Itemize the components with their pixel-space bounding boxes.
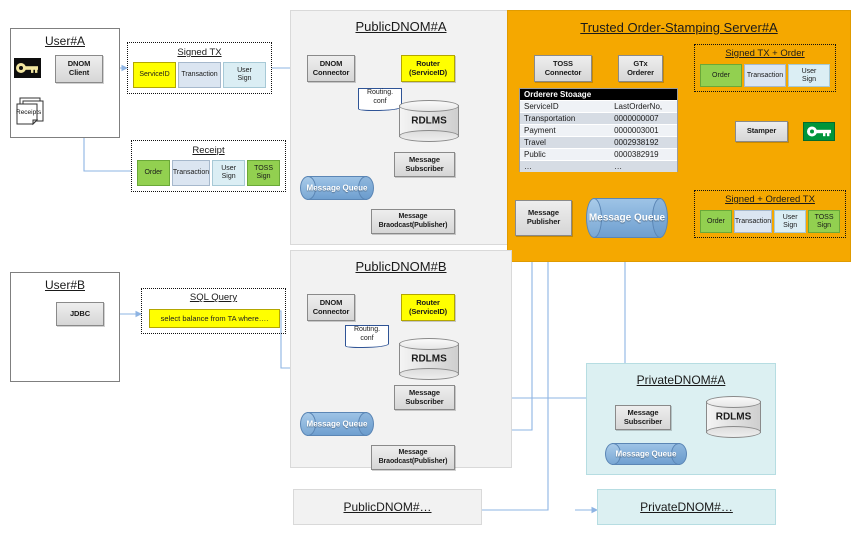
- message-broadcast-b-label: Message Braodcast(Publisher): [378, 449, 448, 465]
- field-transaction: Transaction: [744, 64, 786, 87]
- routing-conf-b-label: Routing. conf: [353, 326, 381, 342]
- field-order: Order: [700, 64, 742, 87]
- field-transaction: Transaction: [733, 210, 773, 233]
- orderer-storage-table: Orderere Stoaage ServiceID LastOrderNo, …: [519, 88, 678, 172]
- gtx-orderer[interactable]: GTx Orderer: [618, 55, 663, 82]
- dnom-connector-a[interactable]: DNOM Connector: [307, 55, 355, 82]
- message-queue-private-label: Message Queue: [615, 449, 677, 459]
- packet-sql-query: SQL Query select balance from TA where….: [141, 288, 286, 334]
- packet-signed-ordered-tx-title: Signed + Ordered TX: [725, 194, 815, 205]
- message-publisher[interactable]: Message Publisher: [515, 200, 572, 236]
- message-subscriber-b-label: Message Subscriber: [405, 387, 444, 406]
- packet-sql-query-title: SQL Query: [189, 292, 238, 303]
- table-row: Transportation 0000000007: [520, 112, 677, 124]
- table-row: Payment 0000003001: [520, 124, 677, 136]
- rdlms-private-label: RDLMS: [715, 411, 752, 423]
- receipts-label: Receipts: [16, 109, 42, 116]
- router-a[interactable]: Router (ServiceID): [401, 55, 455, 82]
- rdlms-b[interactable]: RDLMS: [399, 338, 459, 380]
- zone-title-user-a: User#A: [44, 34, 85, 48]
- zone-title-private-dnom-more: PrivateDNOM#…: [640, 500, 733, 514]
- sql-query-statement[interactable]: select balance from TA where….: [149, 309, 280, 328]
- packet-signed-tx-title: Signed TX: [177, 47, 222, 58]
- rdlms-private[interactable]: RDLMS: [706, 396, 761, 438]
- jdbc-label: JDBC: [69, 308, 91, 318]
- router-b-label: Router (ServiceID): [408, 297, 448, 316]
- message-queue-b-label: Message Queue: [306, 419, 368, 429]
- zone-title-public-dnom-b: PublicDNOM#B: [355, 259, 447, 274]
- dnom-connector-b[interactable]: DNOM Connector: [307, 294, 355, 321]
- dnom-client-label: DNOM Client: [67, 59, 91, 77]
- gtx-orderer-label: GTx Orderer: [627, 58, 654, 77]
- packet-signed-ordered-tx: Signed + Ordered TX Order Transaction Us…: [694, 190, 846, 238]
- routing-conf-a-label: Routing. conf: [366, 89, 394, 105]
- dnom-connector-a-label: DNOM Connector: [312, 58, 350, 77]
- field-toss-sign: TOSS Sign: [247, 160, 280, 186]
- message-broadcast-a-label: Message Braodcast(Publisher): [378, 213, 448, 229]
- field-order: Order: [137, 160, 170, 186]
- zone-title-public-dnom-more: PublicDNOM#…: [343, 500, 432, 514]
- message-queue-b[interactable]: Message Queue: [300, 412, 374, 436]
- message-queue-trusted[interactable]: Message Queue: [586, 198, 668, 238]
- routing-conf-b[interactable]: Routing. conf: [345, 325, 389, 348]
- packet-signed-tx: Signed TX ServiceID Transaction User Sig…: [127, 42, 272, 94]
- packet-signed-tx-order: Signed TX + Order Order Transaction User…: [694, 44, 836, 92]
- packet-signed-tx-order-title: Signed TX + Order: [725, 48, 805, 59]
- message-subscriber-b[interactable]: Message Subscriber: [394, 385, 455, 410]
- field-serviceid: ServiceID: [133, 62, 176, 88]
- stamper-label: Stamper: [746, 126, 777, 136]
- message-subscriber-private[interactable]: Message Subscriber: [615, 405, 671, 430]
- message-subscriber-a[interactable]: Message Subscriber: [394, 152, 455, 177]
- toss-connector[interactable]: TOSS Connector: [534, 55, 592, 82]
- packet-receipt: Receipt Order Transaction User Sign TOSS…: [131, 140, 286, 192]
- packet-receipt-title: Receipt: [192, 145, 225, 156]
- rdlms-a[interactable]: RDLMS: [399, 100, 459, 142]
- routing-conf-a[interactable]: Routing. conf: [358, 88, 402, 111]
- field-toss-sign: TOSS Sign: [808, 210, 840, 233]
- message-queue-private[interactable]: Message Queue: [605, 443, 687, 465]
- orderer-storage-header: Orderere Stoaage: [520, 89, 677, 100]
- rdlms-a-label: RDLMS: [411, 115, 447, 127]
- zone-title-trusted-server: Trusted Order-Stamping Server#A: [580, 20, 778, 35]
- field-user-sign: User Sign: [774, 210, 807, 233]
- message-queue-trusted-label: Message Queue: [588, 212, 666, 224]
- message-queue-a-label: Message Queue: [306, 183, 368, 193]
- field-transaction: Transaction: [171, 160, 211, 186]
- zone-title-user-b: User#B: [44, 278, 85, 292]
- receipts-stack-icon: Receipts: [14, 92, 48, 126]
- jdbc-node[interactable]: JDBC: [56, 302, 104, 326]
- field-user-sign: User Sign: [788, 64, 830, 87]
- key-icon: [14, 58, 41, 78]
- router-b[interactable]: Router (ServiceID): [401, 294, 455, 321]
- column-header-lastorderno: LastOrderNo,: [614, 102, 663, 111]
- rdlms-b-label: RDLMS: [411, 353, 447, 365]
- field-user-sign: User Sign: [212, 160, 246, 186]
- table-row: … …: [520, 160, 677, 172]
- toss-connector-label: TOSS Connector: [544, 58, 582, 77]
- message-broadcast-b[interactable]: Message Braodcast(Publisher): [371, 445, 455, 470]
- dnom-client-node[interactable]: DNOM Client: [55, 55, 103, 83]
- zone-title-private-dnom-a: PrivateDNOM#A: [636, 373, 726, 387]
- dnom-connector-b-label: DNOM Connector: [312, 297, 350, 316]
- key-icon: [803, 122, 835, 141]
- table-row: ServiceID LastOrderNo,: [520, 100, 677, 112]
- message-publisher-label: Message Publisher: [526, 208, 561, 226]
- message-subscriber-private-label: Message Subscriber: [623, 407, 663, 426]
- zone-public-dnom-more[interactable]: PublicDNOM#…: [293, 489, 482, 525]
- message-subscriber-a-label: Message Subscriber: [405, 154, 444, 173]
- table-row: Public 0000382919: [520, 148, 677, 160]
- zone-private-dnom-more[interactable]: PrivateDNOM#…: [597, 489, 776, 525]
- router-a-label: Router (ServiceID): [408, 58, 448, 77]
- message-broadcast-a[interactable]: Message Braodcast(Publisher): [371, 209, 455, 234]
- stamper[interactable]: Stamper: [735, 121, 788, 142]
- field-transaction: Transaction: [178, 62, 221, 88]
- zone-user-b: User#B: [10, 272, 120, 382]
- field-user-sign: User Sign: [223, 62, 266, 88]
- column-header-serviceid: ServiceID: [524, 102, 559, 111]
- table-row: Travel 0002938192: [520, 136, 677, 148]
- message-queue-a[interactable]: Message Queue: [300, 176, 374, 200]
- zone-title-public-dnom-a: PublicDNOM#A: [355, 19, 447, 34]
- field-order: Order: [700, 210, 732, 233]
